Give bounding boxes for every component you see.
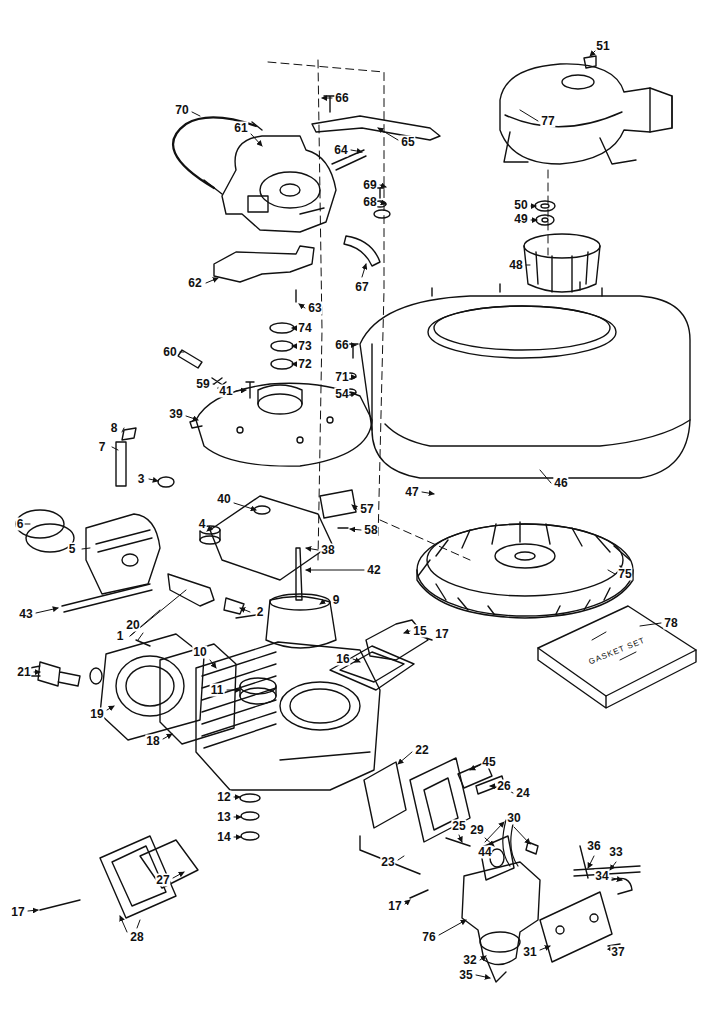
callout-number: 65 [400,136,415,149]
callout-number: 3 [137,473,146,486]
callout-number: 13 [216,811,231,824]
callout-number: 17 [387,900,402,913]
callout-number: 23 [380,856,395,869]
callout-number: 50 [513,199,528,212]
callout-number: 42 [366,564,381,577]
callout-number: 34 [594,870,609,883]
callout-number: 38 [320,544,335,557]
callout-number: 60 [162,346,177,359]
callout-number: 63 [307,302,322,315]
callout-number: 46 [553,477,568,490]
carburetor [462,862,540,982]
callout-number: 70 [174,104,189,117]
callout-number: 30 [506,812,521,825]
callout-number: 48 [508,259,523,272]
callout-number: 33 [608,846,623,859]
crankcase-cover [190,383,372,466]
callout-number: 5 [68,543,77,556]
callout-number: 57 [359,503,374,516]
callout-number: 26 [496,780,511,793]
callout-number: 20 [125,619,140,632]
callout-number: 37 [610,946,625,959]
callout-number: 39 [168,408,183,421]
callout-number: 71 [334,371,349,384]
callout-number: 74 [297,322,312,335]
callout-number: 78 [663,617,678,630]
callout-number: 19 [89,708,104,721]
callout-number: 69 [362,179,377,192]
callout-number: 2 [256,606,265,619]
callout-number: 29 [469,824,484,837]
callout-number: 72 [297,358,312,371]
callout-number: 4 [198,518,207,531]
cylinder-head [100,634,204,740]
callout-number: 8 [110,422,119,435]
callout-number: 21 [16,666,31,679]
recoil-starter [500,56,672,164]
callout-number: 54 [334,388,349,401]
gasket-set-box [538,606,696,708]
callout-number: 75 [617,568,632,581]
callout-number: 7 [98,441,107,454]
callout-number: 45 [481,756,496,769]
callout-number: 22 [414,744,429,757]
callout-number: 40 [216,493,231,506]
piston [86,514,160,594]
flywheel [417,522,633,618]
callout-number: 36 [586,840,601,853]
callout-number: 28 [129,931,144,944]
callout-number: 66 [334,339,349,352]
callout-number: 10 [192,646,207,659]
blower-housing [360,282,690,478]
callout-number: 12 [216,791,231,804]
callout-number: 41 [218,385,233,398]
callout-number: 73 [297,340,312,353]
callout-number: 77 [540,115,555,128]
callout-number: 61 [233,122,248,135]
callout-number: 27 [155,874,170,887]
callout-number: 49 [513,213,528,226]
callout-number: 31 [522,946,537,959]
callout-number: 16 [335,653,350,666]
callout-number: 15 [412,625,427,638]
magneto-plate [222,136,336,232]
callout-number: 32 [462,954,477,967]
callout-number: 1 [116,630,125,643]
starter-cup [524,234,600,292]
callout-number: 47 [404,486,419,499]
callout-number: 76 [421,931,436,944]
callout-number: 43 [18,608,33,621]
callout-number: 66 [334,92,349,105]
callout-number: 58 [363,524,378,537]
callout-number: 6 [16,518,25,531]
callout-number: 44 [477,846,492,859]
callout-number: 67 [354,281,369,294]
cylinder-block [196,642,380,790]
callout-number: 9 [332,594,341,607]
callout-number: 17 [10,906,25,919]
callout-number: 62 [187,277,202,290]
callout-number: 59 [195,378,210,391]
crankshaft [236,548,336,648]
callout-number: 14 [216,831,231,844]
callout-number: 17 [434,628,449,641]
callout-number: 64 [333,144,348,157]
callout-number: 24 [515,787,530,800]
callout-number: 18 [145,735,160,748]
callout-number: 25 [451,820,466,833]
callout-number: 68 [362,196,377,209]
callout-number: 51 [595,40,610,53]
callout-number: 35 [458,969,473,982]
callout-number: 11 [210,684,225,697]
